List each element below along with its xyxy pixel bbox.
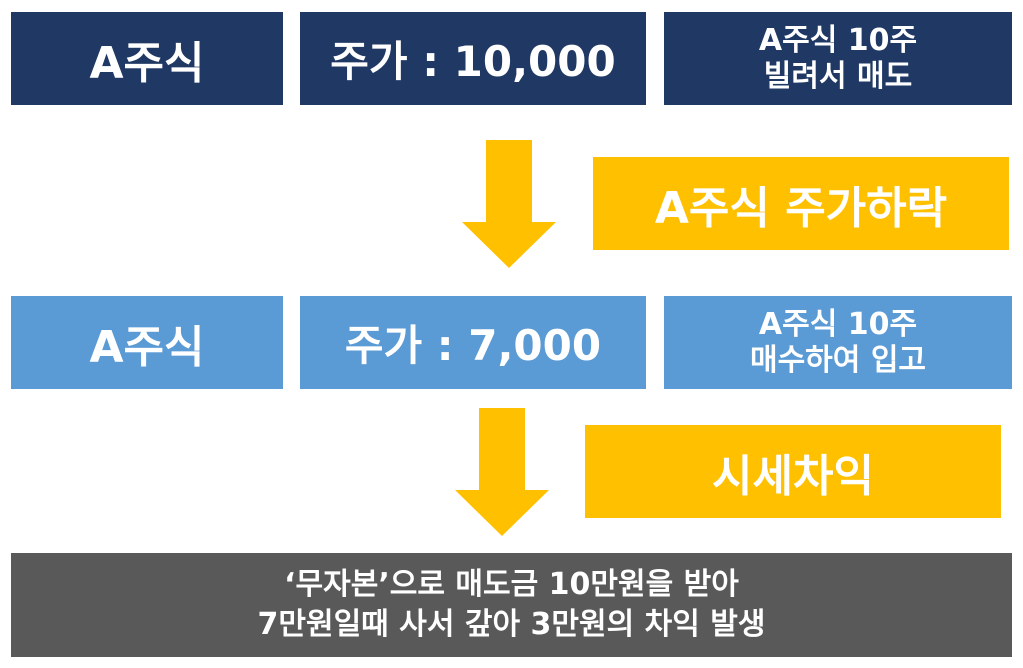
event-label-profit: 시세차익	[712, 450, 874, 502]
down-arrow-icon	[455, 408, 549, 536]
stock-box-2: A주식	[11, 296, 283, 389]
action-line-1b: 빌려서 매도	[763, 58, 913, 94]
event-box-price-drop: A주식 주가하락	[593, 157, 1009, 250]
action-line-2a: A주식 10주	[758, 306, 918, 342]
price-box-1: 주가 : 10,000	[300, 12, 646, 105]
result-line-1: ‘무자본’으로 매도금 10만원을 받아	[284, 567, 739, 602]
result-box: ‘무자본’으로 매도금 10만원을 받아 7만원일때 사서 갚아 3만원의 차익…	[11, 553, 1012, 657]
price-box-2: 주가 : 7,000	[300, 296, 646, 389]
event-label-price-drop: A주식 주가하락	[654, 182, 948, 234]
stock-label-1: A주식	[89, 37, 205, 89]
action-box-2: A주식 10주 매수하여 입고	[664, 296, 1012, 389]
action-line-2b: 매수하여 입고	[749, 342, 927, 378]
action-box-1: A주식 10주 빌려서 매도	[664, 12, 1012, 105]
down-arrow-icon	[462, 140, 556, 268]
price-label-2: 주가 : 7,000	[344, 321, 602, 370]
stock-label-2: A주식	[89, 321, 205, 373]
event-box-profit: 시세차익	[585, 425, 1001, 518]
stock-box-1: A주식	[11, 12, 283, 105]
action-line-1a: A주식 10주	[758, 22, 918, 58]
price-label-1: 주가 : 10,000	[330, 37, 616, 86]
result-line-2: 7만원일때 사서 갚아 3만원의 차익 발생	[257, 607, 766, 642]
